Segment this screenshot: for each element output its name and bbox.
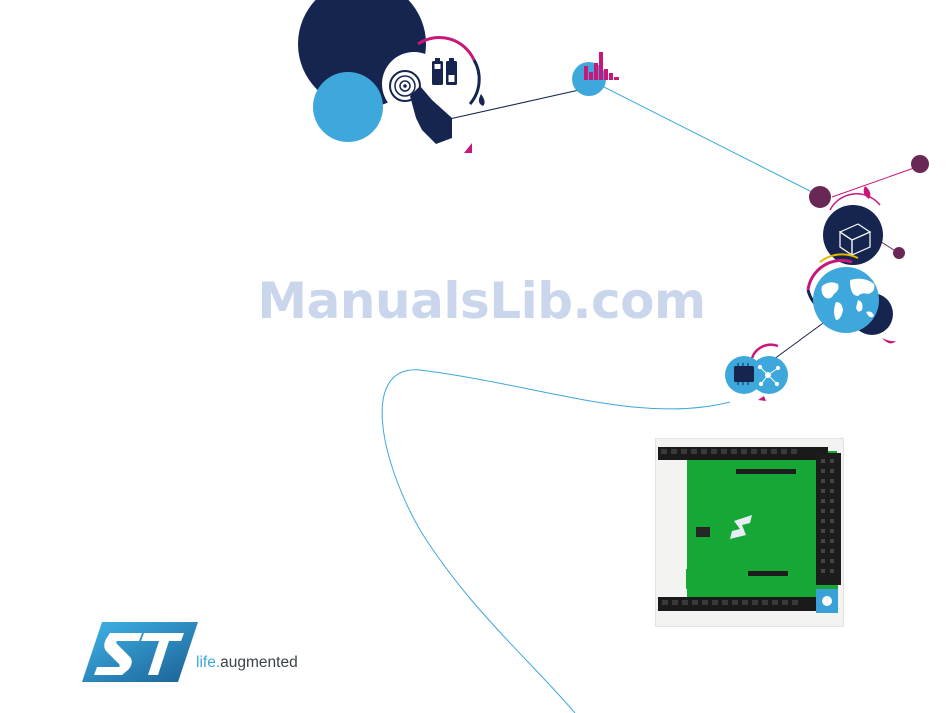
st-logo (80, 619, 325, 685)
tagline-augmented: augmented (220, 654, 298, 671)
watermark-text: ManualsLib.com (0, 272, 950, 330)
tagline: life.augmented (196, 654, 298, 672)
chip-icon (734, 363, 754, 385)
expansion-board-photo (655, 438, 844, 627)
tagline-life: life (196, 654, 216, 671)
